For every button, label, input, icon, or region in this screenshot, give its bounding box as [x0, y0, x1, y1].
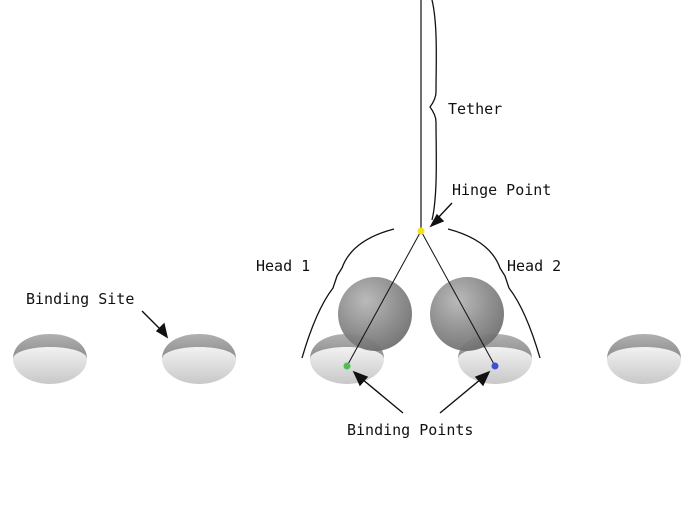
binding-point-1-dot — [343, 362, 351, 370]
binding-site-arrow-head — [155, 322, 169, 339]
tether-label: Tether — [448, 100, 502, 118]
binding-site-2 — [162, 334, 236, 384]
head-1-label: Head 1 — [256, 257, 310, 275]
binding-points-label: Binding Points — [347, 421, 473, 439]
hinge-point-label: Hinge Point — [452, 181, 551, 199]
head-2-brace — [447, 228, 541, 359]
binding-point-1-arrow-head — [352, 370, 369, 387]
tether-brace — [429, 0, 437, 221]
binding-point-2-arrow-head — [474, 370, 491, 387]
hinge-arrow-head — [429, 213, 445, 228]
head-1-lever — [346, 230, 422, 367]
head-2-lever — [420, 230, 496, 367]
binding-point-2-dot — [491, 362, 499, 370]
binding-point-2-arrow-line — [439, 378, 482, 414]
binding-site-5 — [607, 334, 681, 384]
head-1-brace — [301, 228, 395, 359]
binding-point-1-arrow-line — [361, 378, 404, 414]
binding-site-1 — [13, 334, 87, 384]
hinge-point-dot — [417, 227, 425, 235]
binding-site-arrow-line — [141, 310, 162, 331]
binding-site-label: Binding Site — [26, 290, 134, 308]
head-2-label: Head 2 — [507, 257, 561, 275]
